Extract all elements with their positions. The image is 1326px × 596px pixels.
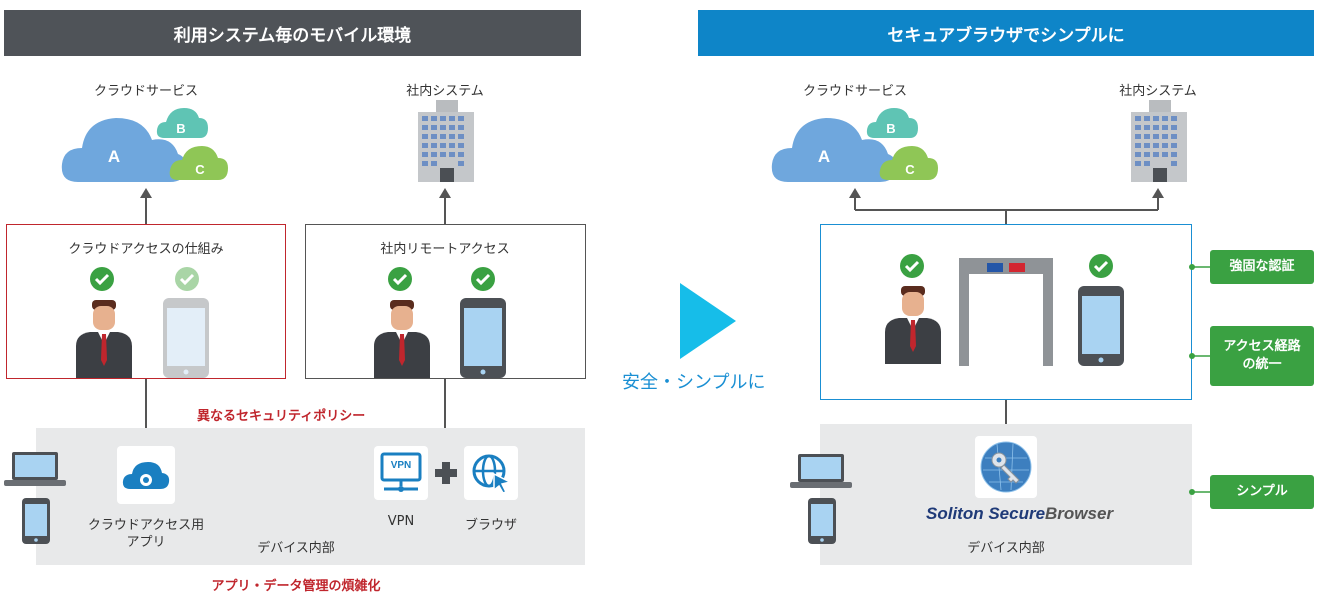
vpn-label: VPN bbox=[387, 514, 415, 529]
cloud-a-letter: A bbox=[818, 147, 830, 166]
brand-browser: Browser bbox=[1045, 504, 1114, 523]
cloud-a-shape bbox=[771, 118, 897, 182]
phone-icon bbox=[808, 498, 836, 544]
secure-gateway-box bbox=[820, 224, 1192, 400]
cloud-app-label-line1: クラウドアクセス用 bbox=[87, 518, 205, 533]
play-arrow-icon bbox=[680, 283, 736, 359]
brand-secure: Secure bbox=[988, 504, 1046, 523]
pill-unified-route-line2: の統一 bbox=[1242, 357, 1282, 372]
pill-simple-label: シンプル bbox=[1236, 483, 1288, 499]
left-banner-title: 利用システム毎のモバイル環境 bbox=[173, 25, 412, 46]
right-cloud-label: クラウドサービス bbox=[802, 84, 908, 99]
cloud-app-label-line2: アプリ bbox=[126, 535, 166, 550]
security-gate-icon bbox=[959, 258, 1053, 366]
pill-connectors bbox=[1189, 264, 1210, 495]
cloud-c-shape bbox=[169, 146, 228, 180]
cloud-c-letter: C bbox=[905, 162, 915, 177]
tablet-icon-faded bbox=[163, 298, 209, 378]
cloud-b-letter: B bbox=[176, 121, 185, 136]
pill-unified-route-line1: アクセス経路 bbox=[1223, 338, 1301, 354]
laptop-icon bbox=[4, 452, 66, 486]
cloud-b-letter: B bbox=[886, 121, 895, 136]
right-building-icon bbox=[1131, 100, 1187, 182]
secure-browser-brand: Soliton SecureBrowser bbox=[926, 504, 1113, 524]
pill-unified-route: アクセス経路 の統一 bbox=[1210, 326, 1314, 386]
check-icon bbox=[900, 254, 924, 278]
left-cloud-services-icon: A B C bbox=[61, 108, 228, 182]
left-onprem-label: 社内システム bbox=[406, 84, 484, 99]
check-icon bbox=[471, 267, 495, 291]
cloud-b-shape bbox=[866, 108, 918, 138]
cloud-access-box-title: クラウドアクセスの仕組み bbox=[68, 242, 224, 257]
browser-label: ブラウザ bbox=[464, 518, 518, 533]
cloud-c-shape bbox=[879, 146, 938, 180]
check-icon bbox=[1089, 254, 1113, 278]
left-device-area-label: デバイス内部 bbox=[257, 541, 335, 556]
cloud-a-letter: A bbox=[108, 147, 120, 166]
check-icon bbox=[90, 267, 114, 291]
cloud-c-letter: C bbox=[195, 162, 205, 177]
left-banner: 利用システム毎のモバイル環境 bbox=[4, 10, 581, 56]
pill-simple: シンプル bbox=[1210, 475, 1314, 509]
remote-access-box bbox=[305, 224, 586, 379]
person-icon bbox=[374, 300, 430, 378]
person-icon bbox=[76, 300, 132, 378]
cloud-a-shape bbox=[61, 118, 187, 182]
cloud-b-shape bbox=[156, 108, 208, 138]
plus-icon bbox=[435, 462, 457, 484]
right-onprem-label: 社内システム bbox=[1119, 84, 1197, 99]
person-icon bbox=[885, 286, 941, 364]
policy-warning: 異なるセキュリティポリシー bbox=[197, 409, 366, 424]
check-icon-faded bbox=[175, 267, 199, 291]
laptop-icon bbox=[790, 454, 852, 488]
pill-strong-auth-label: 強固な認証 bbox=[1229, 258, 1295, 274]
vpn-icon bbox=[380, 452, 422, 492]
arrow-caption: 安全・シンプルに bbox=[622, 372, 766, 393]
remote-access-box-title: 社内リモートアクセス bbox=[380, 242, 510, 257]
arrow-up-building bbox=[439, 188, 451, 198]
tablet-icon bbox=[1078, 286, 1124, 366]
arrow-up-building bbox=[1152, 188, 1164, 198]
arrow-up-cloud bbox=[140, 188, 152, 198]
arrow-up-cloud bbox=[849, 188, 861, 198]
globe-cursor-icon bbox=[472, 454, 512, 494]
right-banner-title: セキュアブラウザでシンプルに bbox=[887, 25, 1125, 46]
brand-soliton: Soliton bbox=[926, 504, 989, 523]
right-cloud-services-icon: A B C bbox=[771, 108, 938, 182]
pill-strong-auth: 強固な認証 bbox=[1210, 250, 1314, 284]
right-connectors bbox=[849, 188, 1164, 424]
secure-browser-key-globe-icon bbox=[980, 441, 1032, 493]
left-cloud-label: クラウドサービス bbox=[93, 84, 199, 99]
vpn-icon-text: VPN bbox=[390, 460, 412, 471]
tablet-icon bbox=[460, 298, 506, 378]
bottom-warning: アプリ・データ管理の煩雑化 bbox=[211, 579, 381, 594]
cloud-gear-icon bbox=[122, 462, 170, 489]
check-icon bbox=[388, 267, 412, 291]
cloud-access-box bbox=[6, 224, 286, 379]
phone-icon bbox=[22, 498, 50, 544]
right-device-area-label: デバイス内部 bbox=[967, 541, 1045, 556]
right-banner: セキュアブラウザでシンプルに bbox=[698, 10, 1314, 56]
left-building-icon bbox=[418, 100, 474, 182]
